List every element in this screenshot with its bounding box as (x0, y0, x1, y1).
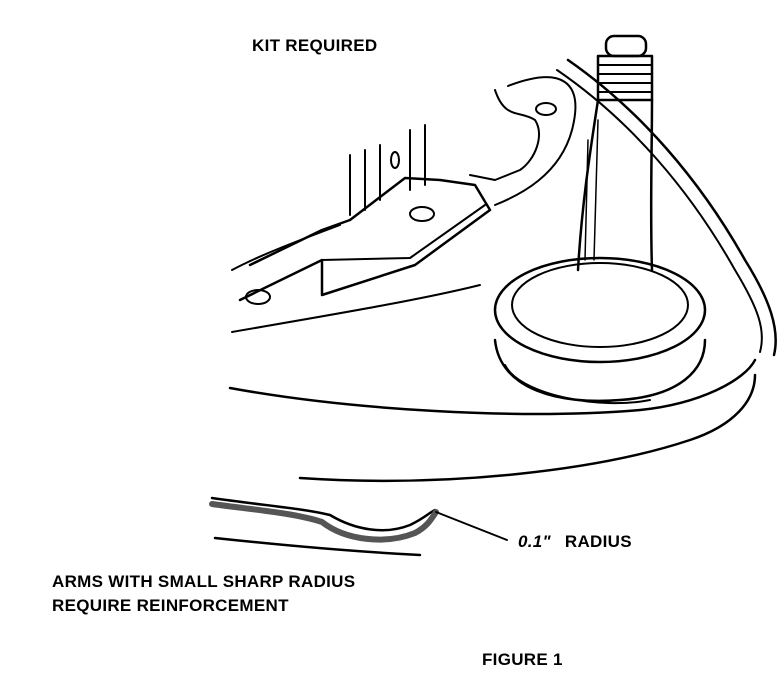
arm-inner-panel-edge (231, 284, 481, 333)
plate-hole-2 (409, 206, 435, 222)
bracket-slot (390, 151, 400, 169)
bracket-upright (349, 124, 426, 216)
stud-thread (596, 54, 654, 102)
arms-note-line-2: REQUIRE REINFORCEMENT (52, 596, 289, 615)
radius-callout: 0.1" RADIUS (518, 532, 632, 552)
stud-shank-shade (584, 119, 599, 261)
stud-thread-lines (597, 64, 653, 93)
arm-body-lower-edge (228, 358, 757, 416)
bracket-tab (469, 89, 540, 181)
boot-base (504, 364, 651, 405)
arm-flange-outer-edge (566, 58, 777, 357)
radius-value: 0.1" (518, 532, 551, 551)
stud-shank (576, 98, 654, 272)
arm-body-bottom (298, 373, 757, 483)
boot-top (493, 256, 707, 364)
arms-note-line-1: ARMS WITH SMALL SHARP RADIUS (52, 572, 356, 591)
radius-leader-line (435, 511, 508, 541)
arm-flange-inner-edge (556, 69, 763, 353)
arm-edge-top (210, 496, 437, 532)
radius-word: RADIUS (564, 532, 632, 551)
arm-top-rim (494, 76, 577, 206)
plate-hole-3 (535, 102, 557, 116)
kit-required-label: KIT REQUIRED (252, 36, 378, 55)
figure-caption: FIGURE 1 (482, 650, 563, 669)
plate-hole-1 (245, 289, 271, 305)
panel-left-edge (231, 224, 341, 271)
plate-notch (321, 204, 486, 261)
reinforcement-plate (238, 176, 492, 302)
stud-cap (604, 34, 648, 58)
arm-edge-bottom (213, 536, 422, 557)
boot-ring (511, 262, 689, 348)
boot-lower (493, 338, 707, 403)
arm-edge-reinforced (209, 501, 439, 543)
arms-note: ARMS WITH SMALL SHARP RADIUS REQUIRE REI… (52, 570, 355, 618)
